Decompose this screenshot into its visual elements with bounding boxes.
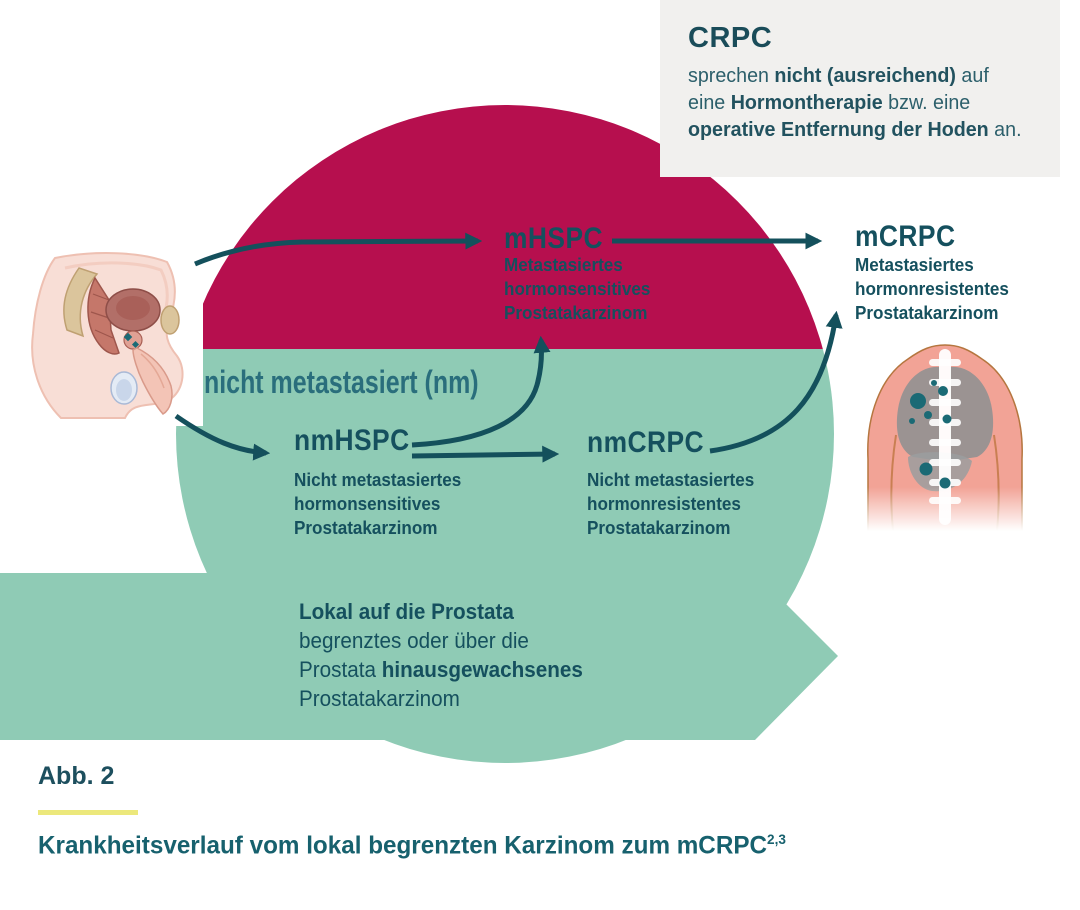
localized-line4: Prostatakarzinom [299, 686, 460, 711]
stage-desc-mcrpc: Metastasiertes hormonresistentes Prostat… [855, 255, 1009, 323]
torso-metastases-drawing [850, 339, 1040, 531]
figure-caption-title: Krankheitsverlauf vom lokal begrenzten K… [38, 831, 786, 860]
figure-number: Abb. 2 [38, 762, 115, 790]
caption-yellow-rule [38, 810, 138, 815]
crpc-definition-box: CRPC sprechen nicht (ausreichend) auf ei… [660, 0, 1060, 177]
stage-label-nmhspc: nmHSPC [294, 424, 410, 457]
torso-metastases-illustration [850, 339, 1040, 531]
stage-desc-nmhspc: Nicht metastasiertes hormonsensitives Pr… [294, 470, 462, 538]
crpc-box-line2: eine Hormontherapie bzw. eine [688, 91, 971, 114]
metastasis-spots [909, 380, 952, 489]
localized-line2: begrenztes oder über die [299, 628, 529, 653]
localized-line1: Lokal auf die Prostata [299, 599, 514, 624]
stage-label-mcrpc: mCRPC [855, 220, 956, 253]
green-nonmetastatic-region [0, 349, 838, 763]
crpc-box-body: sprechen nicht (ausreichend) auf eine Ho… [688, 62, 1026, 143]
caption-reference-superscript: 2,3 [767, 831, 786, 847]
stage-desc-nmcrpc: Nicht metastasiertes hormonresistentes P… [587, 470, 755, 538]
stage-label-nmcrpc: nmCRPC [587, 426, 705, 459]
crpc-box-line1: sprechen nicht (ausreichend) auf [688, 64, 989, 87]
crpc-box-line3: operative Entfernung der Hoden an. [688, 118, 1022, 141]
nonmetastatic-region-label: nicht metastasiert (nm) [204, 364, 479, 400]
localized-carcinoma-text: Lokal auf die Prostata begrenztes oder ü… [299, 597, 583, 713]
pelvis-cross-section-illustration [21, 246, 203, 426]
stage-label-mhspc: mHSPC [504, 222, 604, 255]
crpc-box-title: CRPC [688, 22, 773, 54]
pelvis-anatomy-drawing [21, 246, 203, 426]
localized-line3: Prostata hinausgewachsenes [299, 657, 583, 682]
stage-desc-mhspc: Metastasiertes hormonsensitives Prostata… [504, 255, 651, 323]
